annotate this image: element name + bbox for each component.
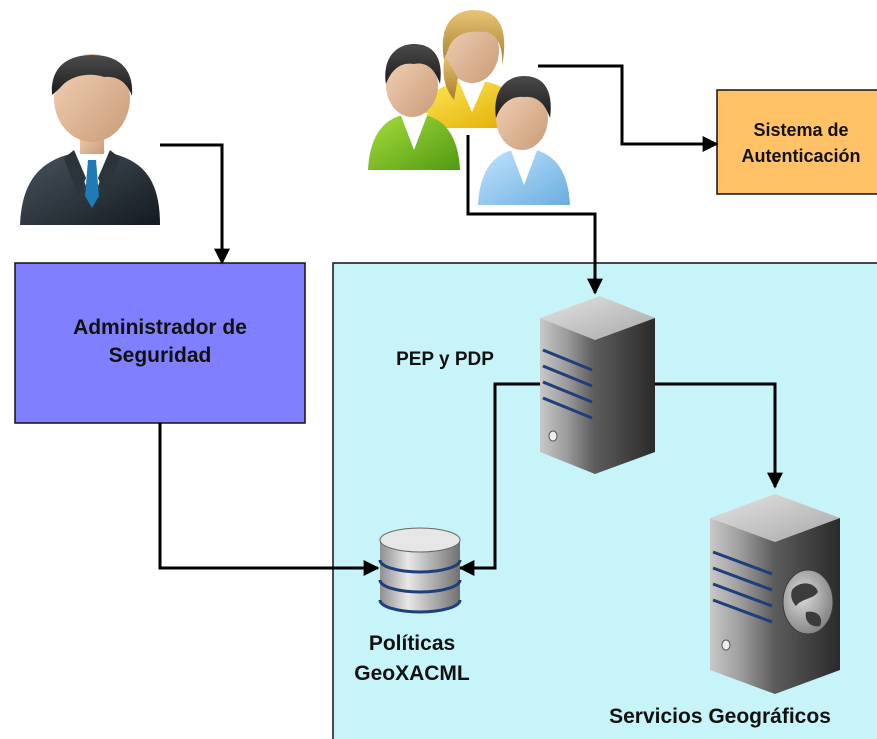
policies-database-icon — [378, 527, 462, 614]
security-admin-label-line2: Seguridad — [109, 344, 212, 367]
pep-pdp-server-icon — [540, 296, 655, 474]
arrow-admin-to-security-box — [160, 143, 230, 265]
pep-pdp-label: PEP y PDP — [396, 349, 494, 370]
administrator-person-icon — [20, 54, 160, 225]
policies-label-line1: Políticas — [369, 632, 455, 655]
auth-system-label-line2: Autenticación — [741, 146, 860, 166]
arrow-pep-to-geo-services — [655, 382, 783, 489]
arrow-users-to-pep — [466, 135, 603, 295]
security-admin-box — [14, 262, 306, 424]
security-admin-label-line1: Administrador de — [73, 316, 247, 339]
geo-services-label: Servicios Geográficos — [609, 705, 831, 728]
auth-system-label-line1: Sistema de — [753, 120, 848, 140]
user-group-icon — [368, 10, 570, 205]
policies-label-line2: GeoXACML — [354, 662, 470, 685]
arrow-security-box-to-policies — [158, 423, 380, 576]
auth-system-box — [716, 89, 877, 195]
arrow-users-to-auth — [538, 64, 719, 152]
arrow-pep-to-policies — [458, 382, 540, 576]
globe-icon — [782, 569, 834, 635]
geo-services-server-icon — [710, 494, 840, 694]
